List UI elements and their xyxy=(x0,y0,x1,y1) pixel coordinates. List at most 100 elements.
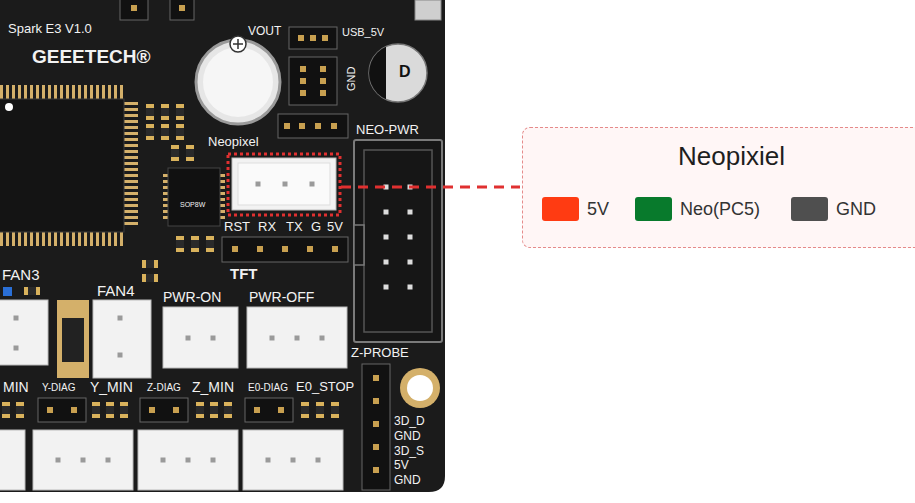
z-probe-header xyxy=(373,421,379,427)
smd-parts xyxy=(161,124,169,140)
z-probe-header xyxy=(362,364,390,490)
bottom-jumpers xyxy=(71,407,77,413)
jst-connectors xyxy=(106,458,111,463)
idc-connector xyxy=(408,235,413,240)
smd-parts xyxy=(176,236,184,252)
smd-parts xyxy=(176,104,184,120)
smd-parts xyxy=(171,145,179,161)
pin-headers xyxy=(289,57,337,105)
power-diode xyxy=(57,300,89,378)
buzzer xyxy=(196,36,280,124)
connector-label: TFT xyxy=(230,266,258,281)
neopixel-connector xyxy=(283,182,288,187)
jst-connectors xyxy=(0,300,48,365)
pin-headers xyxy=(299,123,305,129)
connector-label: Y_MIN xyxy=(90,380,133,394)
jumper-label: Y-DIAG xyxy=(42,383,76,393)
smd-parts xyxy=(146,124,154,140)
idc-connector xyxy=(384,285,389,290)
pin-label: GND xyxy=(394,474,421,486)
bottom-jumpers xyxy=(316,402,324,418)
bottom-jumpers xyxy=(210,402,218,418)
jumper-label: Z-DIAG xyxy=(147,383,181,393)
mcu-chip xyxy=(5,103,13,111)
mcu-chip xyxy=(124,102,138,228)
connector-label: FAN4 xyxy=(97,283,135,298)
pin-headers xyxy=(278,114,348,138)
mounting-hole xyxy=(400,368,440,408)
jst-connectors xyxy=(291,458,296,463)
pin-headers xyxy=(300,78,306,84)
z-probe-header xyxy=(373,467,379,473)
pin-label: 3D_S xyxy=(394,445,424,457)
sop8-chip xyxy=(168,168,220,226)
smd-parts xyxy=(186,145,194,161)
idc-connector xyxy=(384,210,389,215)
neopixel-connector xyxy=(256,182,261,187)
jst-connectors xyxy=(0,430,25,490)
pin-label: TX xyxy=(286,220,303,233)
neopixel-connector xyxy=(238,163,330,205)
pin-headers xyxy=(300,90,306,96)
bottom-jumpers xyxy=(331,402,339,418)
top-connectors xyxy=(120,0,441,20)
connector-label: Z_MIN xyxy=(192,380,234,394)
smd-parts xyxy=(24,287,40,295)
idc-connector xyxy=(364,150,432,332)
jst-connectors xyxy=(295,336,300,341)
jumper-label: E0-DIAG xyxy=(248,383,288,393)
mcu-chip xyxy=(0,99,124,232)
smd-parts xyxy=(161,104,169,120)
connector-label: PWR-OFF xyxy=(249,290,314,304)
jst-connectors xyxy=(320,336,325,341)
connector-label: Z-PROBE xyxy=(351,346,409,359)
jst-connectors xyxy=(93,300,151,378)
legend-text: Neo(PC5) xyxy=(680,199,760,221)
jst-connectors xyxy=(163,307,238,368)
bottom-jumpers xyxy=(254,407,260,413)
neopixel-connector xyxy=(228,154,340,215)
bottom-jumpers xyxy=(278,407,284,413)
callout-box: Neopixiel5VNeo(PC5)GND xyxy=(522,127,915,248)
jst-connectors xyxy=(211,458,216,463)
connector-label: Neopixel xyxy=(208,135,259,148)
bottom-jumpers xyxy=(120,402,128,418)
sop8-chip xyxy=(163,168,225,226)
bottom-jumpers xyxy=(196,402,204,418)
bottom-jumpers xyxy=(224,402,232,418)
connector-label: PWR-ON xyxy=(163,290,221,304)
top-connectors xyxy=(179,5,185,11)
bottom-jumpers xyxy=(149,407,155,413)
pin-headers xyxy=(307,246,313,252)
pin-label: USB_5V xyxy=(342,27,384,38)
mcu-chip xyxy=(0,85,125,99)
z-probe-header xyxy=(362,364,390,490)
buzzer xyxy=(230,36,246,52)
bottom-jumpers xyxy=(38,398,86,422)
smd-parts xyxy=(191,236,199,252)
jst-connectors xyxy=(14,346,19,351)
bottom-jumpers xyxy=(106,402,114,418)
connector-label: FAN3 xyxy=(2,267,40,282)
pin-headers xyxy=(322,35,328,41)
pin-label: G xyxy=(311,220,321,233)
power-diode xyxy=(57,300,89,378)
top-connectors xyxy=(131,5,137,11)
bottom-jumpers xyxy=(245,398,293,422)
bottom-jumpers xyxy=(301,402,309,418)
idc-connector xyxy=(408,210,413,215)
pin-headers xyxy=(310,35,316,41)
leader-line xyxy=(341,186,520,189)
smd-parts xyxy=(206,236,214,252)
jst-connectors xyxy=(316,458,321,463)
top-connectors xyxy=(170,0,194,20)
pin-headers xyxy=(320,90,326,96)
idc-connector xyxy=(384,235,389,240)
jst-connectors xyxy=(186,336,191,341)
jst-connectors xyxy=(56,458,61,463)
bottom-jumpers xyxy=(16,402,24,418)
pin-headers xyxy=(284,123,290,129)
connector-label: MIN xyxy=(3,380,29,394)
